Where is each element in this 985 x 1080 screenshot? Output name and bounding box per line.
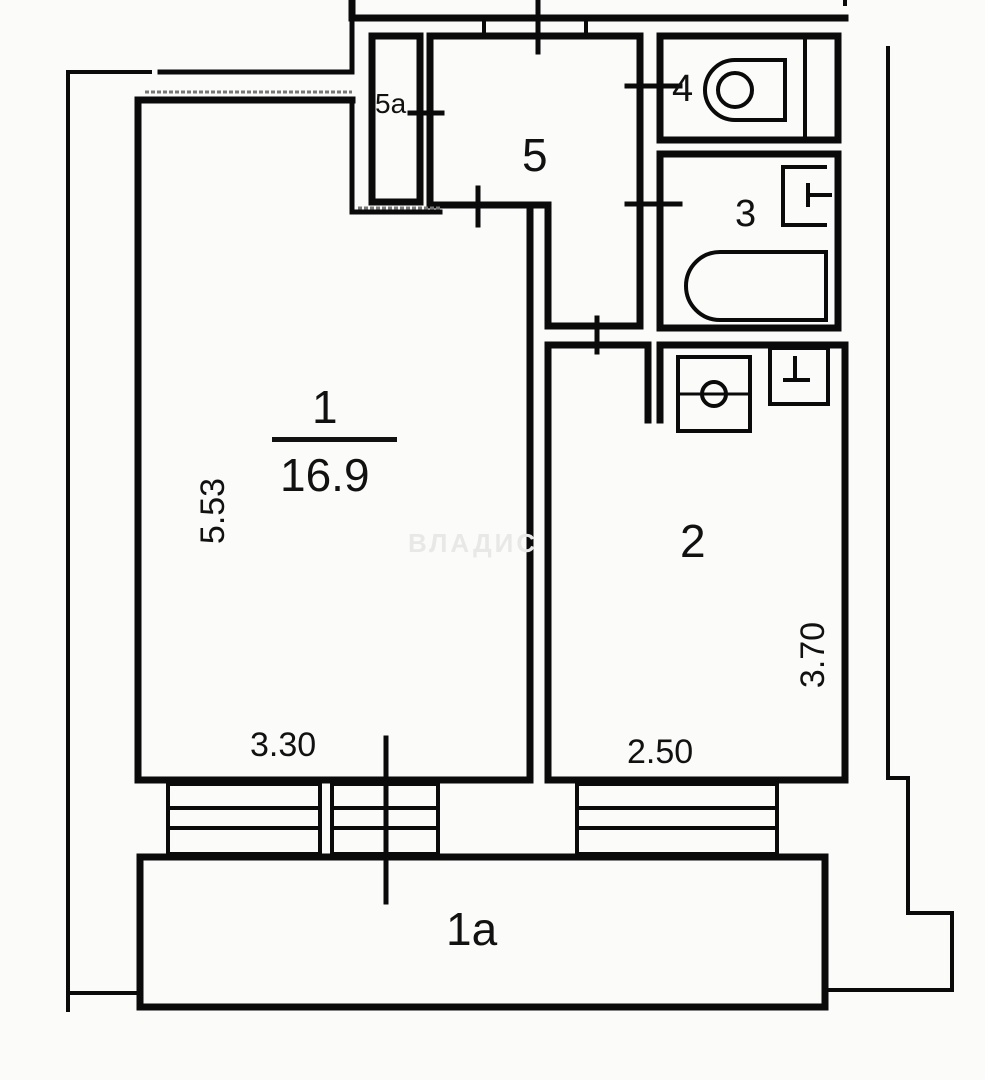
hallway-walls [348, 0, 849, 355]
fraction-bar [272, 437, 397, 442]
room-1-number: 1 [312, 381, 338, 433]
room-1-width-dim: 3.30 [250, 726, 317, 764]
bathtub-icon [684, 250, 828, 322]
room-1-height-dim: 5.53 [194, 477, 233, 545]
balcony-label: 1a [446, 903, 498, 955]
toilet-label: 4 [672, 68, 694, 110]
closet-label: 5a [375, 88, 407, 119]
sink-icon [781, 165, 827, 227]
bathroom-label: 3 [735, 193, 757, 235]
kitchen-label: 2 [680, 515, 706, 567]
outer-walls [66, 0, 954, 1012]
balcony-walls [136, 853, 829, 1011]
room-1-area: 16.9 [280, 449, 370, 501]
bathroom-walls [656, 150, 842, 332]
toilet-room-walls [656, 32, 842, 144]
kitchen-sink-icon [768, 346, 830, 406]
kitchen-walls [544, 341, 849, 784]
watermark: ВЛАДИС [408, 528, 539, 558]
room-1-walls [134, 90, 534, 784]
kitchen-height-dim: 3.70 [794, 621, 833, 689]
kitchen-width-dim: 2.50 [627, 733, 694, 771]
toilet-icon [703, 58, 787, 122]
hallway-label: 5 [522, 129, 548, 181]
stove-icon [676, 355, 752, 433]
